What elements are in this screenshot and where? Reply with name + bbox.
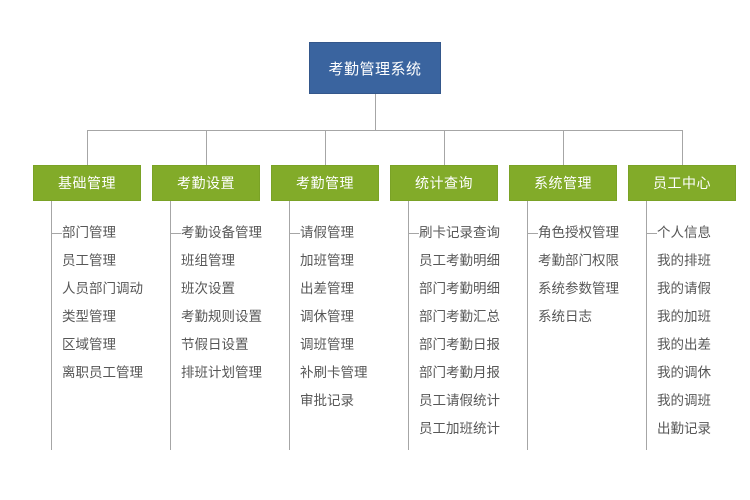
horizontal-bus-connector bbox=[87, 130, 682, 131]
branch-column-4: 统计查询刷卡记录查询员工考勤明细部门考勤明细部门考勤汇总部门考勤日报部门考勤月报… bbox=[390, 165, 500, 450]
category-drop-connector-3 bbox=[325, 130, 326, 165]
menu-item[interactable]: 部门考勤汇总 bbox=[419, 309, 500, 325]
branch-stem-line bbox=[646, 201, 647, 450]
first-item-connector-tick bbox=[289, 233, 300, 234]
menu-item[interactable]: 加班管理 bbox=[300, 253, 354, 269]
category-node-label: 统计查询 bbox=[415, 176, 473, 192]
menu-item[interactable]: 系统日志 bbox=[538, 309, 592, 325]
category-node-label: 基础管理 bbox=[58, 176, 116, 192]
category-node-label: 考勤设置 bbox=[177, 176, 235, 192]
branch-stem-line bbox=[408, 201, 409, 450]
first-item-connector-tick bbox=[51, 233, 62, 234]
menu-item[interactable]: 调班管理 bbox=[300, 337, 354, 353]
menu-item[interactable]: 班组管理 bbox=[181, 253, 235, 269]
menu-item[interactable]: 我的请假 bbox=[657, 281, 711, 297]
menu-item[interactable]: 我的加班 bbox=[657, 309, 711, 325]
menu-item[interactable]: 出勤记录 bbox=[657, 421, 711, 437]
root-down-connector bbox=[375, 94, 376, 130]
first-item-connector-tick bbox=[170, 233, 181, 234]
category-node-label: 员工中心 bbox=[653, 176, 711, 192]
branch-column-1: 基础管理部门管理员工管理人员部门调动类型管理区域管理离职员工管理 bbox=[33, 165, 143, 450]
category-node-6[interactable]: 员工中心 bbox=[628, 165, 736, 201]
menu-item[interactable]: 我的调休 bbox=[657, 365, 711, 381]
menu-item[interactable]: 部门管理 bbox=[62, 225, 116, 241]
category-node-2[interactable]: 考勤设置 bbox=[152, 165, 260, 201]
category-item-list-3: 请假管理加班管理出差管理调休管理调班管理补刷卡管理审批记录 bbox=[271, 201, 379, 450]
category-item-list-5: 角色授权管理考勤部门权限系统参数管理系统日志 bbox=[509, 201, 619, 450]
category-node-4[interactable]: 统计查询 bbox=[390, 165, 498, 201]
menu-item[interactable]: 部门考勤明细 bbox=[419, 281, 500, 297]
menu-item[interactable]: 员工管理 bbox=[62, 253, 116, 269]
branch-column-3: 考勤管理请假管理加班管理出差管理调休管理调班管理补刷卡管理审批记录 bbox=[271, 165, 379, 450]
category-item-list-6: 个人信息我的排班我的请假我的加班我的出差我的调休我的调班出勤记录 bbox=[628, 201, 736, 450]
branch-column-6: 员工中心个人信息我的排班我的请假我的加班我的出差我的调休我的调班出勤记录 bbox=[628, 165, 736, 450]
category-drop-connector-4 bbox=[444, 130, 445, 165]
menu-item[interactable]: 离职员工管理 bbox=[62, 365, 143, 381]
menu-item[interactable]: 我的排班 bbox=[657, 253, 711, 269]
menu-item[interactable]: 排班计划管理 bbox=[181, 365, 262, 381]
root-node-label: 考勤管理系统 bbox=[328, 59, 422, 78]
menu-item[interactable]: 我的出差 bbox=[657, 337, 711, 353]
menu-item[interactable]: 考勤设备管理 bbox=[181, 225, 262, 241]
category-drop-connector-6 bbox=[682, 130, 683, 165]
branch-stem-line bbox=[170, 201, 171, 450]
category-drop-connector-2 bbox=[206, 130, 207, 165]
category-drop-connector-1 bbox=[87, 130, 88, 165]
category-node-label: 系统管理 bbox=[534, 176, 592, 192]
menu-item[interactable]: 考勤规则设置 bbox=[181, 309, 262, 325]
menu-item[interactable]: 员工请假统计 bbox=[419, 393, 500, 409]
branch-column-2: 考勤设置考勤设备管理班组管理班次设置考勤规则设置节假日设置排班计划管理 bbox=[152, 165, 262, 450]
menu-item[interactable]: 员工加班统计 bbox=[419, 421, 500, 437]
root-node-attendance-system[interactable]: 考勤管理系统 bbox=[309, 42, 441, 94]
menu-item[interactable]: 人员部门调动 bbox=[62, 281, 143, 297]
first-item-connector-tick bbox=[646, 233, 657, 234]
branch-column-5: 系统管理角色授权管理考勤部门权限系统参数管理系统日志 bbox=[509, 165, 619, 450]
category-drop-connector-5 bbox=[563, 130, 564, 165]
category-node-5[interactable]: 系统管理 bbox=[509, 165, 617, 201]
menu-item[interactable]: 考勤部门权限 bbox=[538, 253, 619, 269]
menu-item[interactable]: 系统参数管理 bbox=[538, 281, 619, 297]
menu-item[interactable]: 角色授权管理 bbox=[538, 225, 619, 241]
menu-item[interactable]: 部门考勤月报 bbox=[419, 365, 500, 381]
menu-item[interactable]: 个人信息 bbox=[657, 225, 711, 241]
menu-item[interactable]: 请假管理 bbox=[300, 225, 354, 241]
menu-item[interactable]: 节假日设置 bbox=[181, 337, 249, 353]
menu-item[interactable]: 审批记录 bbox=[300, 393, 354, 409]
menu-item[interactable]: 员工考勤明细 bbox=[419, 253, 500, 269]
menu-item[interactable]: 出差管理 bbox=[300, 281, 354, 297]
category-node-label: 考勤管理 bbox=[296, 176, 354, 192]
menu-item[interactable]: 部门考勤日报 bbox=[419, 337, 500, 353]
menu-item[interactable]: 班次设置 bbox=[181, 281, 235, 297]
first-item-connector-tick bbox=[408, 233, 419, 234]
menu-item[interactable]: 区域管理 bbox=[62, 337, 116, 353]
category-item-list-2: 考勤设备管理班组管理班次设置考勤规则设置节假日设置排班计划管理 bbox=[152, 201, 262, 450]
menu-item[interactable]: 补刷卡管理 bbox=[300, 365, 368, 381]
category-node-3[interactable]: 考勤管理 bbox=[271, 165, 379, 201]
branch-stem-line bbox=[289, 201, 290, 450]
menu-item[interactable]: 刷卡记录查询 bbox=[419, 225, 500, 241]
category-item-list-4: 刷卡记录查询员工考勤明细部门考勤明细部门考勤汇总部门考勤日报部门考勤月报员工请假… bbox=[390, 201, 500, 450]
branch-stem-line bbox=[527, 201, 528, 450]
menu-item[interactable]: 我的调班 bbox=[657, 393, 711, 409]
first-item-connector-tick bbox=[527, 233, 538, 234]
category-node-1[interactable]: 基础管理 bbox=[33, 165, 141, 201]
category-item-list-1: 部门管理员工管理人员部门调动类型管理区域管理离职员工管理 bbox=[33, 201, 143, 450]
menu-item[interactable]: 调休管理 bbox=[300, 309, 354, 325]
menu-item[interactable]: 类型管理 bbox=[62, 309, 116, 325]
branch-stem-line bbox=[51, 201, 52, 450]
